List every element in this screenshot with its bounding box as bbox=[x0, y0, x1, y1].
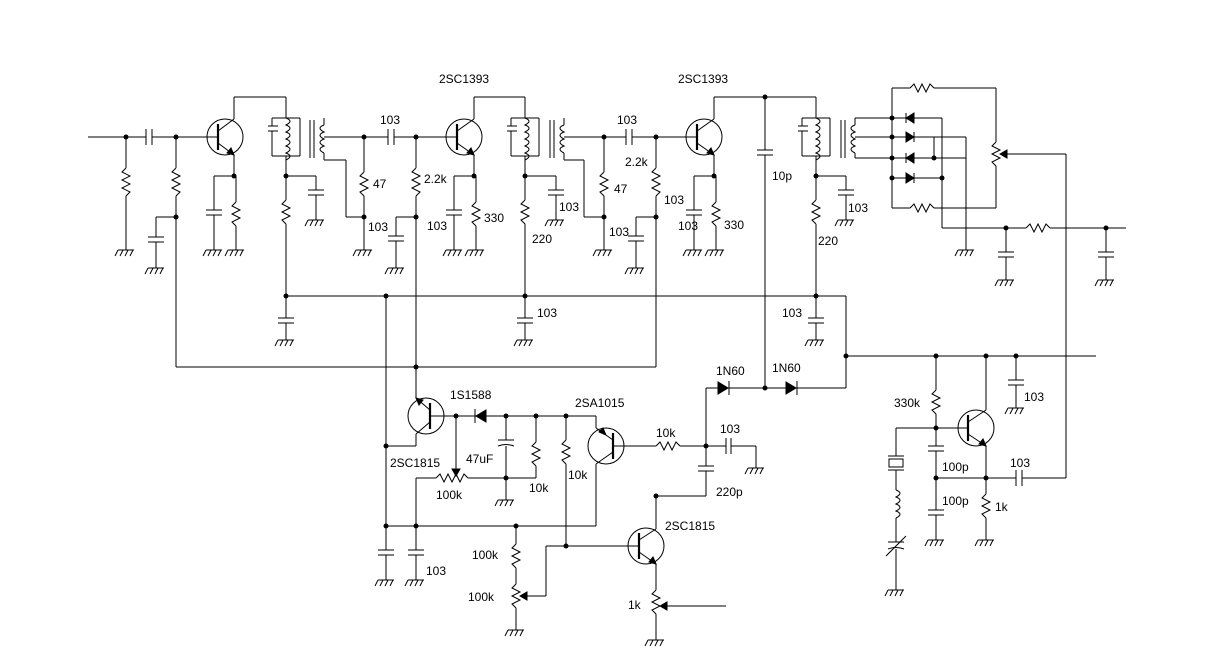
ground-symbol bbox=[442, 249, 462, 257]
diode-1s1588-label: 1S1588 bbox=[450, 388, 492, 402]
ground-symbol bbox=[304, 219, 324, 227]
pot-100k-label: 100k bbox=[436, 488, 463, 502]
transistor-q3 bbox=[374, 396, 636, 637]
ground-symbol bbox=[374, 579, 394, 587]
res-330-label: 330 bbox=[484, 211, 505, 225]
res-2k2-label: 2.2k bbox=[625, 155, 648, 169]
cap-10p-label: 10p bbox=[772, 169, 793, 183]
transistor-q1 bbox=[442, 96, 526, 257]
ground-symbol bbox=[974, 539, 994, 547]
cap-103-label: 103 bbox=[664, 193, 685, 207]
res-1k-label: 1k bbox=[995, 500, 1008, 514]
ground-symbol bbox=[804, 339, 824, 347]
ground-symbol bbox=[544, 219, 564, 227]
q2-part-label: 2SC1393 bbox=[678, 72, 729, 86]
detector-diodes bbox=[703, 381, 846, 449]
res-10k-label: 10k bbox=[656, 426, 676, 440]
cap-103-label: 103 bbox=[782, 306, 803, 320]
transistor-q2 bbox=[682, 94, 817, 388]
res-10k-label: 10k bbox=[529, 481, 549, 495]
cap-103-label: 103 bbox=[559, 200, 580, 214]
ground-symbol bbox=[504, 629, 524, 637]
res-2k2-label: 2.2k bbox=[424, 172, 447, 186]
ground-symbol bbox=[954, 249, 974, 257]
res-330-label: 330 bbox=[724, 218, 745, 232]
ground-symbol bbox=[464, 249, 484, 257]
ground-symbol bbox=[114, 249, 134, 257]
cap-103-label: 103 bbox=[426, 564, 447, 578]
cap-103-label: 103 bbox=[1024, 390, 1045, 404]
ground-symbol bbox=[144, 267, 164, 275]
res-220-label: 220 bbox=[818, 234, 839, 248]
cap-47uf-label: 47uF bbox=[466, 452, 494, 466]
ground-symbol bbox=[924, 539, 944, 547]
ground-symbol bbox=[202, 249, 222, 257]
ground-symbol bbox=[592, 249, 612, 257]
cap-220p-label: 220p bbox=[716, 485, 743, 499]
cap-100p-label: 100p bbox=[942, 460, 969, 474]
q3-part-label: 2SC1815 bbox=[390, 456, 441, 470]
res-10k-label: 10k bbox=[568, 468, 588, 482]
cap-103-label: 103 bbox=[368, 220, 389, 234]
if-transformer-1 bbox=[268, 117, 446, 396]
res-100k-label: 100k bbox=[472, 548, 499, 562]
ground-symbol bbox=[1094, 279, 1114, 287]
input-stage bbox=[88, 129, 208, 367]
ground-symbol bbox=[404, 579, 424, 587]
ground-symbol bbox=[1004, 407, 1024, 415]
oscillator bbox=[884, 356, 1066, 597]
if-transformer-3 bbox=[798, 117, 892, 347]
ground-symbol bbox=[624, 267, 644, 275]
if-transformer-2 bbox=[507, 117, 686, 367]
q4-part-label: 2SA1015 bbox=[575, 396, 625, 410]
cap-103-label: 103 bbox=[427, 219, 448, 233]
cap-103-label: 103 bbox=[848, 201, 869, 215]
res-47-label: 47 bbox=[614, 182, 628, 196]
diode-1n60-label: 1N60 bbox=[772, 361, 801, 375]
ground-symbol bbox=[682, 249, 702, 257]
ground-symbol bbox=[384, 267, 404, 275]
cap-103-label: 103 bbox=[537, 306, 558, 320]
res-47-label: 47 bbox=[373, 177, 387, 191]
cap-103-label: 103 bbox=[609, 225, 630, 239]
pot-100k-label: 100k bbox=[468, 590, 495, 604]
cap-100p-label: 100p bbox=[942, 494, 969, 508]
transistor-q4 bbox=[566, 415, 764, 529]
transistor-q0 bbox=[202, 96, 287, 257]
cap-103-label: 103 bbox=[1010, 456, 1031, 470]
ground-symbol bbox=[224, 249, 244, 257]
res-330k-label: 330k bbox=[894, 396, 921, 410]
ground-symbol bbox=[744, 467, 764, 475]
ground-symbol bbox=[644, 639, 664, 647]
cap-103-label: 103 bbox=[380, 113, 401, 127]
bias-bus bbox=[176, 293, 1096, 546]
transistor-q5 bbox=[627, 527, 726, 647]
ground-symbol bbox=[274, 339, 294, 347]
ground-symbol bbox=[494, 499, 514, 507]
q1-part-label: 2SC1393 bbox=[439, 72, 490, 86]
cap-103-label: 103 bbox=[720, 422, 741, 436]
ground-symbol bbox=[884, 589, 904, 597]
ground-symbol bbox=[704, 249, 724, 257]
pot-1k-label: 1k bbox=[628, 598, 641, 612]
ground-symbol bbox=[834, 219, 854, 227]
diode-1n60-label: 1N60 bbox=[716, 364, 745, 378]
diode-mixer bbox=[889, 82, 1126, 478]
res-220-label: 220 bbox=[532, 232, 553, 246]
cap-103-label: 103 bbox=[678, 219, 699, 233]
ground-symbol bbox=[994, 279, 1014, 287]
ground-symbol bbox=[513, 339, 533, 347]
q5-part-label: 2SC1815 bbox=[665, 519, 716, 533]
cap-103-label: 103 bbox=[617, 113, 638, 127]
ground-symbol bbox=[352, 249, 372, 257]
